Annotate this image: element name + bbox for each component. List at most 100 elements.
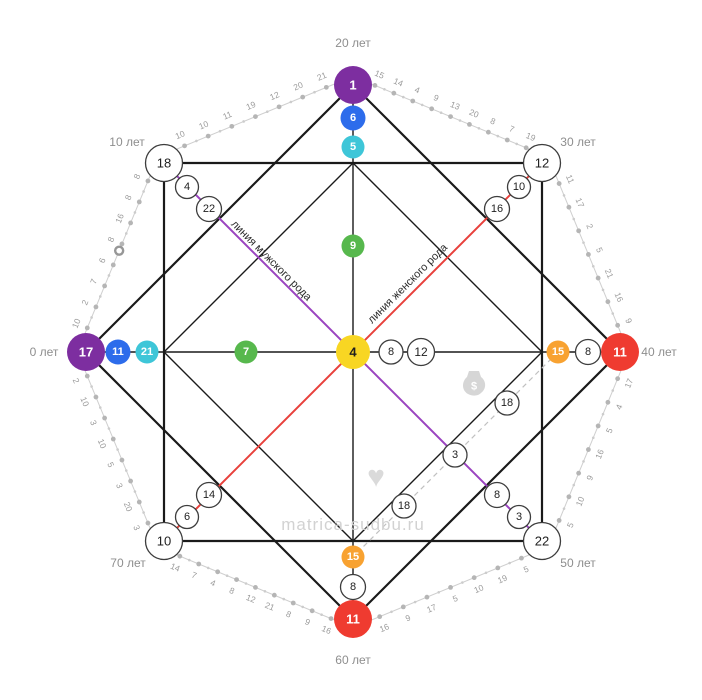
perimeter-dot [471, 575, 477, 581]
perimeter-dot [410, 98, 416, 104]
perimeter-dot [485, 129, 491, 135]
node-circle [483, 195, 511, 223]
node-br-3: 3 [506, 504, 532, 530]
perimeter-dot [128, 478, 134, 484]
perimeter-number: 8 [489, 116, 497, 127]
node-tl-4: 4 [174, 174, 200, 200]
age-label-50: 50 лет [560, 556, 596, 570]
perimeter-tick-dot [591, 264, 595, 268]
node-circle [195, 195, 223, 223]
perimeter-number: 13 [449, 99, 462, 112]
perimeter-tick-dot [313, 90, 316, 94]
dollar-symbol: $ [471, 381, 477, 393]
perimeter-number: 9 [584, 473, 595, 481]
perimeter-tick-dot [142, 511, 145, 514]
age-label-10: 10 лет [109, 135, 145, 149]
perimeter-number: 9 [303, 616, 311, 627]
perimeter-dot [290, 600, 296, 606]
node-value: 9 [350, 240, 356, 252]
node-circle [174, 504, 200, 530]
node-circle [341, 545, 365, 569]
age-labels: 0 лет 10 лет 20 лет 30 лет 40 лет 50 лет… [30, 36, 678, 667]
node-value: 11 [613, 345, 627, 360]
node-circle [406, 337, 436, 367]
perimeter-number: 5 [105, 461, 116, 469]
perimeter-tick-dot [611, 312, 615, 315]
perimeter-tick-dot [244, 582, 248, 585]
perimeter-number: 20 [292, 79, 305, 92]
perimeter-number: 3 [131, 524, 142, 532]
perimeter-tick-dot [98, 295, 102, 298]
node-tr-main: 12 [522, 143, 562, 183]
node-inner-12: 12 [406, 337, 436, 367]
perimeter-tick-dot [265, 110, 269, 114]
node-value: 17 [79, 345, 93, 360]
perimeter-dot [300, 94, 306, 100]
perimeter-dot [495, 565, 501, 571]
perimeter-number: 19 [524, 130, 537, 143]
node-value: 10 [513, 181, 525, 193]
perimeter-dot [84, 373, 90, 379]
perimeter-dot [391, 90, 397, 96]
perimeter-dot [377, 614, 383, 620]
perimeter-number: 10 [78, 395, 91, 408]
node-right-main: 11 [601, 333, 639, 371]
perimeter-number: 7 [508, 123, 516, 134]
perimeter-tick-dot [562, 507, 566, 510]
perimeter-tick-dot [289, 100, 293, 104]
perimeter-dot [110, 436, 116, 442]
perimeter-number: 9 [432, 92, 440, 103]
perimeter-dot [323, 84, 329, 90]
perimeter-tick-dot [420, 103, 424, 107]
perimeter-dot [234, 577, 239, 582]
perimeter-number: 16 [613, 291, 626, 304]
perimeter-tick-dot [496, 134, 500, 138]
perimeter-number: 4 [413, 84, 421, 95]
perimeter-dot [177, 553, 183, 559]
perimeter-tick-dot [107, 427, 111, 430]
node-value: 15 [552, 346, 564, 358]
perimeter-dot [585, 252, 591, 257]
perimeter-number: 16 [593, 448, 606, 461]
node-value: 16 [491, 203, 503, 215]
node-tr-16: 16 [483, 195, 511, 223]
perimeter-tick-dot [458, 119, 462, 122]
node-value: 3 [452, 449, 458, 461]
node-tl-main: 18 [144, 143, 184, 183]
node-value: 6 [350, 112, 356, 124]
perimeter-number: 3 [114, 482, 125, 490]
perimeter-dot [595, 275, 601, 281]
perimeter-tick-dot [582, 460, 585, 463]
perimeter-tick-dot [572, 217, 576, 221]
perimeter-dot [519, 555, 524, 561]
perimeter-dot [253, 584, 258, 590]
perimeter-dot [93, 304, 99, 310]
node-value: 4 [184, 181, 190, 193]
perimeter-dot [229, 123, 235, 129]
perimeter-tick-dot [402, 95, 405, 99]
perimeter-dot [615, 322, 621, 328]
perimeter-number: 11 [564, 173, 577, 185]
node-circle [195, 481, 223, 509]
perimeter-dot [523, 145, 529, 151]
perimeter-number: 10 [472, 582, 485, 595]
node-value: 22 [535, 534, 549, 549]
perimeter-number: 7 [190, 570, 198, 581]
age-marker-ring [113, 245, 125, 256]
node-value: 10 [157, 534, 171, 549]
perimeter-dot [136, 199, 142, 205]
perimeter-dot [119, 241, 125, 247]
perimeter-dot [145, 178, 151, 184]
node-value: 4 [349, 345, 357, 360]
node-right-15: 15 [546, 340, 570, 364]
perimeter-dot [215, 569, 221, 575]
perimeter-dot [605, 299, 611, 305]
perimeter-dot [566, 494, 572, 500]
node-value: 12 [414, 345, 428, 359]
perimeter-dot [576, 228, 582, 234]
perimeter-number: 17 [622, 377, 635, 390]
perimeter-tick-dot [484, 571, 488, 575]
perimeter-number: 16 [113, 212, 126, 225]
perimeter-number: 4 [209, 577, 217, 588]
node-center: 4 [336, 335, 370, 369]
